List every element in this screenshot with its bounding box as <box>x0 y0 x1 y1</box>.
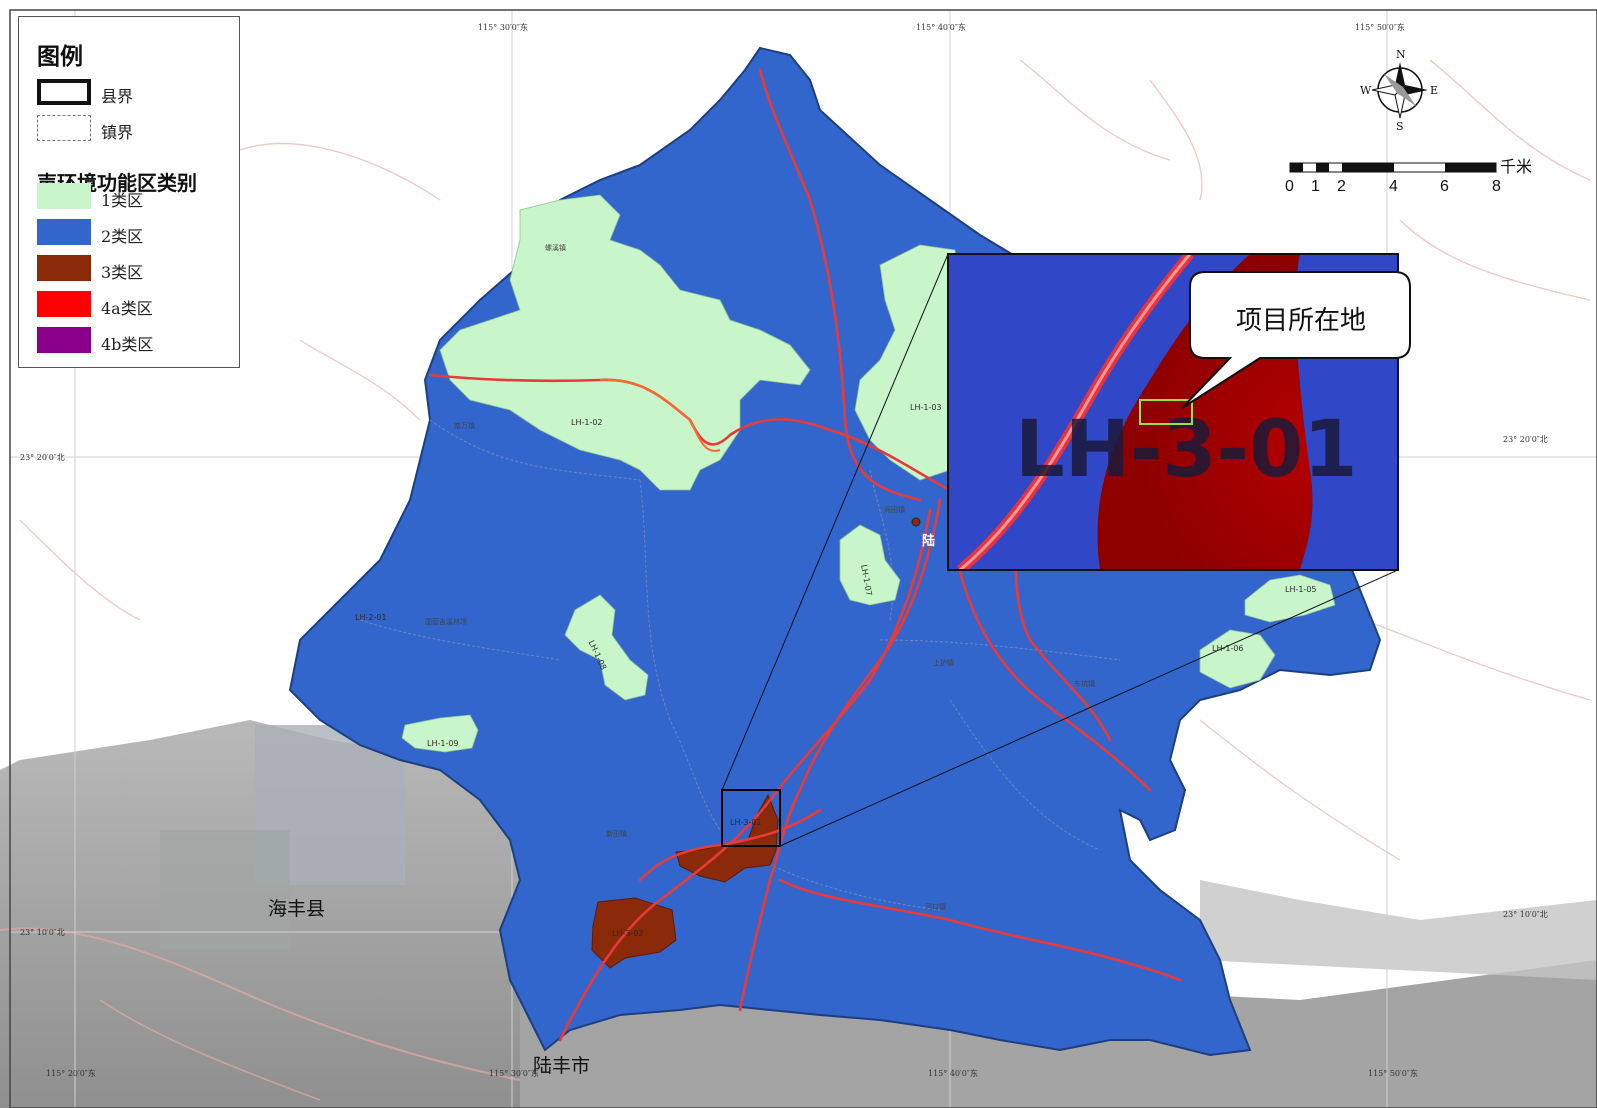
city-label: 陆 <box>922 533 935 549</box>
legend-county-boundary: 县界 <box>37 79 237 107</box>
class-3-swatch <box>37 255 91 281</box>
place-lufeng: 陆丰市 <box>533 1055 590 1077</box>
zone-lh-1-06 <box>1199 629 1276 689</box>
svg-text:115° 20′0″东: 115° 20′0″东 <box>46 1068 96 1078</box>
inset-leader-lines <box>721 253 1399 847</box>
target-area-box[interactable] <box>721 789 781 847</box>
class-1-swatch <box>37 183 91 209</box>
town-boundary-swatch <box>37 115 91 141</box>
svg-text:S: S <box>1396 120 1404 133</box>
class-1-zones[interactable] <box>401 194 1336 753</box>
scale-tick-labels: 0 1 2 4 6 8 <box>1285 178 1501 195</box>
svg-text:南万镇: 南万镇 <box>454 421 475 430</box>
svg-text:23° 20′0″北: 23° 20′0″北 <box>1503 435 1548 444</box>
svg-text:115° 30′0″东: 115° 30′0″东 <box>478 22 528 32</box>
city-marker-icon[interactable] <box>911 517 921 527</box>
legend-town-boundary: 镇界 <box>37 115 237 143</box>
callout-text: 项目所在地 <box>1235 306 1366 336</box>
svg-text:LH-1-03: LH-1-03 <box>910 403 942 412</box>
svg-text:W: W <box>1360 84 1372 97</box>
coordinate-labels: 115° 30′0″东 115° 40′0″东 115° 50′0″东 115°… <box>20 22 1548 1078</box>
county-boundary-swatch <box>37 79 91 105</box>
legend-class-2: 2类区 <box>37 219 237 247</box>
legend-class-4a: 4a类区 <box>37 291 237 319</box>
class-2-swatch <box>37 219 91 245</box>
project-site-marker[interactable] <box>1139 399 1193 425</box>
svg-text:东坑镇: 东坑镇 <box>1074 679 1095 688</box>
class-4a-swatch <box>37 291 91 317</box>
zone-lh-1-02 <box>439 194 811 491</box>
legend-class-3: 3类区 <box>37 255 237 283</box>
svg-text:LH-3-02: LH-3-02 <box>612 929 644 938</box>
svg-text:115° 50′0″东: 115° 50′0″东 <box>1368 1068 1418 1078</box>
map-frame <box>9 9 1597 1108</box>
inset-zone-label: LH-3-01 <box>1015 405 1358 495</box>
svg-text:23° 20′0″北: 23° 20′0″北 <box>20 453 65 462</box>
svg-text:LH-1-06: LH-1-06 <box>1212 644 1244 653</box>
svg-text:LH-2-01: LH-2-01 <box>355 613 387 622</box>
svg-text:国营吉溪林场: 国营吉溪林场 <box>425 617 467 626</box>
legend-class-4b: 4b类区 <box>37 327 237 355</box>
svg-text:N: N <box>1396 48 1406 61</box>
roads-4a <box>428 68 1182 1042</box>
scale-unit: 千米 <box>1500 157 1532 176</box>
svg-text:115° 40′0″东: 115° 40′0″东 <box>916 22 966 32</box>
svg-text:LH-1-05: LH-1-05 <box>1285 585 1317 594</box>
svg-text:河口镇: 河口镇 <box>925 902 946 911</box>
scale-bar: 千米 <box>1289 157 1532 176</box>
zone-lh-3-01 <box>675 793 779 883</box>
inset-zoom[interactable]: LH-3-01 <box>947 253 1399 571</box>
zone-lh-1-05 <box>1244 574 1336 623</box>
class-4b-swatch <box>37 327 91 353</box>
zone-lh-1-07 <box>839 524 901 606</box>
zone-lh-1-08 <box>564 594 649 701</box>
legend-class-1: 1类区 <box>37 183 237 211</box>
legend: 图例 县界 镇界 声环境功能区类别 1类区 2类区 3类区 4a类区 4b类区 <box>18 16 240 368</box>
svg-text:115° 40′0″东: 115° 40′0″东 <box>928 1068 978 1078</box>
town-labels: 螺溪镇 南万镇 国营吉溪林场 新田镇 河口镇 东坑镇 上护镇 河田镇 <box>425 243 1095 911</box>
svg-text:115° 30′0″东: 115° 30′0″东 <box>489 1068 539 1078</box>
svg-text:螺溪镇: 螺溪镇 <box>545 243 566 252</box>
road-highlight <box>599 378 721 452</box>
svg-text:LH-1-02: LH-1-02 <box>571 418 603 427</box>
compass-rose-icon: N S E W <box>1360 48 1438 133</box>
callout-bubble <box>1181 271 1411 409</box>
svg-text:23° 10′0″北: 23° 10′0″北 <box>20 928 65 937</box>
svg-text:河田镇: 河田镇 <box>884 505 905 514</box>
svg-text:23° 10′0″北: 23° 10′0″北 <box>1503 910 1548 919</box>
svg-text:115° 50′0″东: 115° 50′0″东 <box>1355 22 1405 32</box>
place-haifeng: 海丰县 <box>268 898 325 920</box>
legend-title: 图例 <box>37 43 83 70</box>
svg-text:LH-1-09: LH-1-09 <box>427 739 459 748</box>
svg-text:LH-3-01: LH-3-01 <box>730 818 762 827</box>
svg-text:上护镇: 上护镇 <box>933 658 954 667</box>
svg-text:新田镇: 新田镇 <box>606 829 627 838</box>
svg-text:E: E <box>1430 84 1438 97</box>
zone-lh-1-09 <box>401 714 479 753</box>
